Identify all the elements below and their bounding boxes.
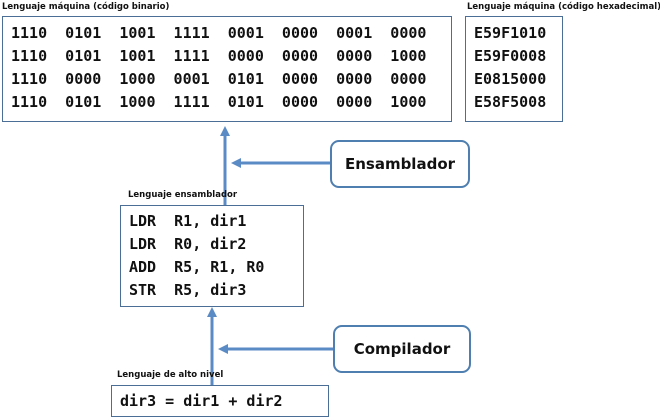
- compiler-label: Compilador: [333, 325, 471, 373]
- assembler-label: Ensamblador: [330, 140, 470, 188]
- assembly-line: STR R5, dir3: [129, 281, 247, 299]
- binary-caption: Lenguaje máquina (código binario): [2, 2, 170, 12]
- binary-line: 1110 0101 1001 1111 0001 0000 0001 0000: [11, 24, 427, 42]
- hex-line: E59F1010: [474, 24, 547, 42]
- highlevel-code-box: dir3 = dir1 + dir2: [111, 385, 329, 417]
- assembly-code-box: LDR R1, dir1 LDR R0, dir2 ADD R5, R1, R0…: [120, 205, 304, 307]
- assembly-line: ADD R5, R1, R0: [129, 258, 265, 276]
- assembly-caption: Lenguaje ensamblador: [128, 190, 238, 200]
- hex-line: E0815000: [474, 70, 547, 88]
- hex-line: E58F5008: [474, 93, 547, 111]
- highlevel-line: dir3 = dir1 + dir2: [120, 392, 283, 410]
- assembly-line: LDR R0, dir2: [129, 235, 247, 253]
- binary-code-box: 1110 0101 1001 1111 0001 0000 0001 0000 …: [2, 16, 452, 122]
- assembly-line: LDR R1, dir1: [129, 212, 247, 230]
- hex-code-box: E59F1010 E59F0008 E0815000 E58F5008: [465, 16, 563, 122]
- binary-line: 1110 0101 1001 1111 0000 0000 0000 1000: [11, 47, 427, 65]
- hex-line: E59F0008: [474, 47, 547, 65]
- binary-line: 1110 0000 1000 0001 0101 0000 0000 0000: [11, 70, 427, 88]
- binary-line: 1110 0101 1000 1111 0101 0000 0000 1000: [11, 93, 427, 111]
- hex-caption: Lenguaje máquina (código hexadecimal): [467, 2, 660, 12]
- highlevel-caption: Lenguaje de alto nivel: [117, 370, 224, 380]
